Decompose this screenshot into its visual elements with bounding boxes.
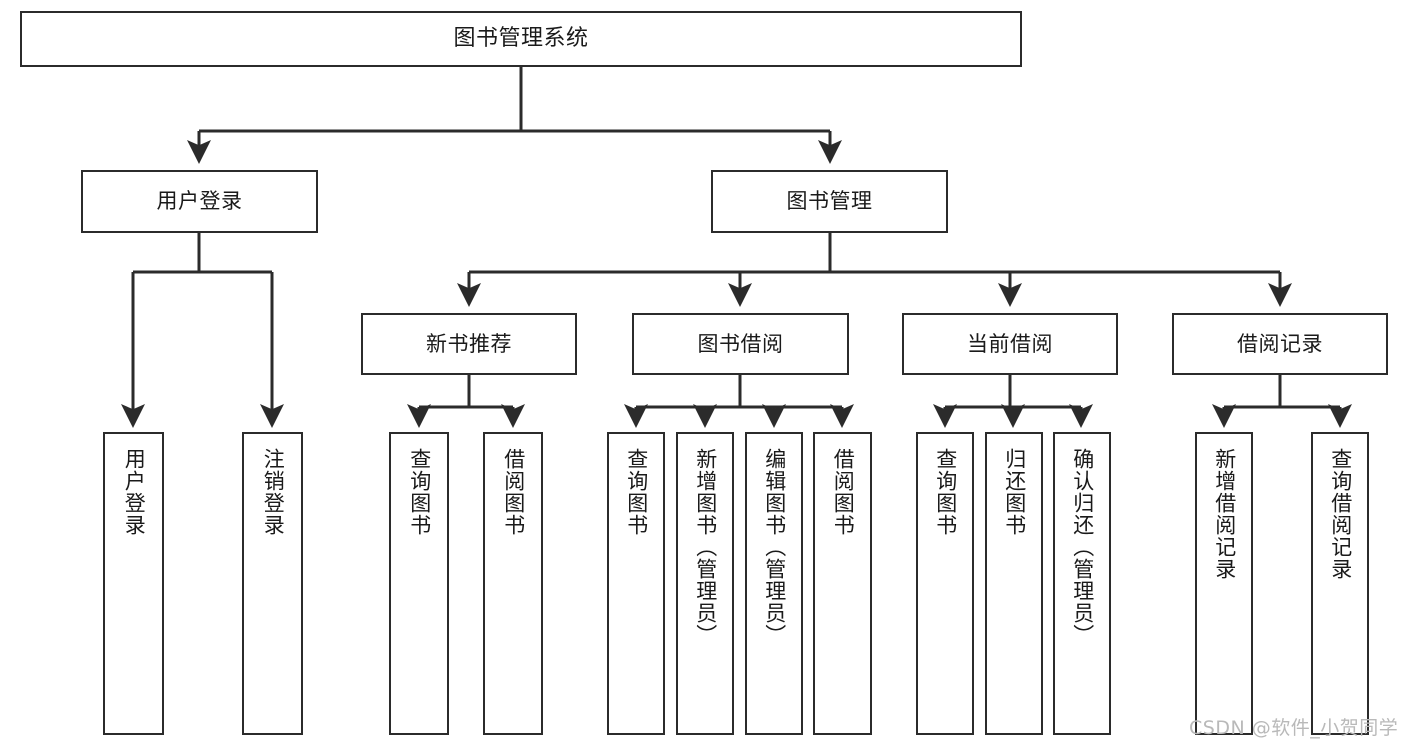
leaf-confirm-return[interactable]: 确认归还（管理员） — [1053, 432, 1111, 735]
leaf-query-book-3-label: 查询图书 — [933, 448, 958, 536]
leaf-add-book[interactable]: 新增图书（管理员） — [676, 432, 734, 735]
csdn-watermark: CSDN @软件_小贺同学 — [1189, 717, 1399, 739]
leaf-query-book-2[interactable]: 查询图书 — [607, 432, 665, 735]
node-root-label: 图书管理系统 — [453, 26, 589, 52]
leaf-query-record[interactable]: 查询借阅记录 — [1311, 432, 1369, 735]
node-current-borrow[interactable]: 当前借阅 — [902, 313, 1118, 375]
leaf-query-book-1[interactable]: 查询图书 — [389, 432, 449, 735]
leaf-confirm-return-label: 确认归还（管理员） — [1070, 448, 1095, 646]
leaf-user-logout[interactable]: 注销登录 — [242, 432, 303, 735]
leaf-borrow-book-1[interactable]: 借阅图书 — [483, 432, 543, 735]
leaf-edit-book[interactable]: 编辑图书（管理员） — [745, 432, 803, 735]
node-user-login-label: 用户登录 — [156, 189, 243, 214]
leaf-borrow-book-1-label: 借阅图书 — [501, 448, 526, 536]
leaf-user-login[interactable]: 用户登录 — [103, 432, 164, 735]
leaf-user-login-label: 用户登录 — [122, 448, 147, 536]
leaf-add-book-label: 新增图书（管理员） — [693, 448, 718, 646]
leaf-return-book[interactable]: 归还图书 — [985, 432, 1043, 735]
leaf-query-book-3[interactable]: 查询图书 — [916, 432, 974, 735]
node-current-borrow-label: 当前借阅 — [967, 331, 1053, 356]
leaf-query-book-2-label: 查询图书 — [624, 448, 649, 536]
node-book-manage[interactable]: 图书管理 — [711, 170, 948, 233]
node-new-book-rec[interactable]: 新书推荐 — [361, 313, 577, 375]
node-borrow-record-label: 借阅记录 — [1237, 331, 1323, 356]
leaf-return-book-label: 归还图书 — [1002, 448, 1027, 536]
leaf-query-book-1-label: 查询图书 — [407, 448, 432, 536]
leaf-add-record-label: 新增借阅记录 — [1212, 448, 1237, 580]
leaf-edit-book-label: 编辑图书（管理员） — [762, 448, 787, 646]
node-new-book-rec-label: 新书推荐 — [426, 331, 512, 356]
leaf-add-record[interactable]: 新增借阅记录 — [1195, 432, 1253, 735]
leaf-query-record-label: 查询借阅记录 — [1328, 448, 1353, 580]
leaf-borrow-book-2[interactable]: 借阅图书 — [813, 432, 872, 735]
node-book-borrow-label: 图书借阅 — [697, 331, 784, 356]
node-book-manage-label: 图书管理 — [786, 189, 873, 214]
leaf-user-logout-label: 注销登录 — [261, 448, 286, 536]
node-book-borrow[interactable]: 图书借阅 — [632, 313, 849, 375]
leaf-borrow-book-2-label: 借阅图书 — [831, 448, 856, 536]
node-user-login[interactable]: 用户登录 — [81, 170, 318, 233]
node-root[interactable]: 图书管理系统 — [20, 11, 1022, 67]
node-borrow-record[interactable]: 借阅记录 — [1172, 313, 1388, 375]
